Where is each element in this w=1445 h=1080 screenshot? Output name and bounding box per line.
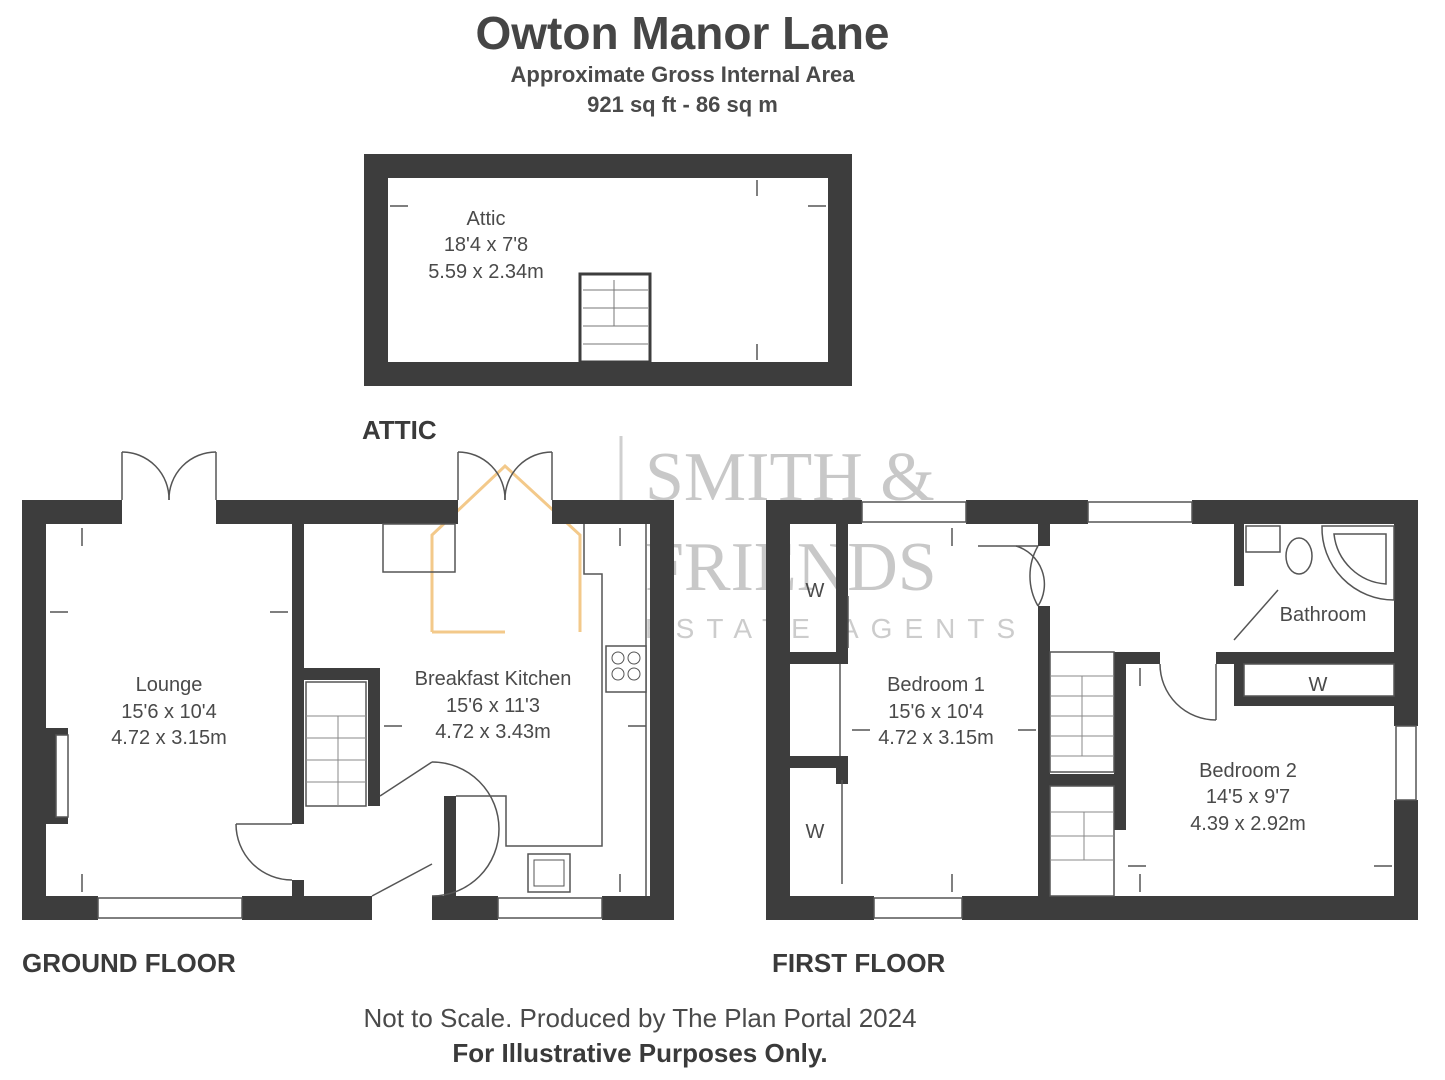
room-dim-imperial-kitchen: 15'6 x 11'3 [446,695,540,717]
room-dim-imperial-attic: 18'4 x 7'8 [444,234,528,256]
wardrobe-label-3: W [1309,674,1328,696]
room-dim-metric-lounge: 4.72 x 3.15m [111,727,227,749]
room-dim-imperial-bedroom1: 15'6 x 10'4 [888,701,984,723]
first-floor-plan: Bedroom 1 15'6 x 10'4 4.72 x 3.15m Bedro… [766,500,1418,920]
area-label: Approximate Gross Internal Area [510,62,855,87]
area-value: 921 sq ft - 86 sq m [587,92,778,117]
room-name-kitchen: Breakfast Kitchen [415,668,572,690]
floor-label-ground: GROUND FLOOR [22,948,236,978]
wardrobe-label-2: W [806,821,825,843]
plan-title: Owton Manor Lane [475,7,890,59]
watermark-logo: SMITH & FRIENDS ESTATE AGENTS [430,436,1027,644]
footer-disclaimer: Not to Scale. Produced by The Plan Porta… [363,1003,917,1033]
floor-label-first: FIRST FLOOR [772,948,946,978]
room-name-bedroom1: Bedroom 1 [887,674,985,696]
room-dim-imperial-lounge: 15'6 x 10'4 [121,701,217,723]
room-name-attic: Attic [467,208,506,230]
floor-label-attic: ATTIC [362,415,437,445]
room-dim-metric-bedroom2: 4.39 x 2.92m [1190,813,1306,835]
room-name-bathroom: Bathroom [1280,604,1367,626]
room-dim-metric-attic: 5.59 x 2.34m [428,261,544,283]
wardrobe-label-1: W [806,580,825,602]
attic-plan: Attic 18'4 x 7'8 5.59 x 2.34m [364,154,852,386]
room-name-bedroom2: Bedroom 2 [1199,760,1297,782]
room-name-lounge: Lounge [136,674,203,696]
room-dim-metric-kitchen: 4.72 x 3.43m [435,721,551,743]
ground-floor-plan: Lounge 15'6 x 10'4 4.72 x 3.15m Breakfas… [22,451,674,920]
footer-illustrative: For Illustrative Purposes Only. [452,1038,828,1068]
watermark-line3: ESTATE AGENTS [645,613,1027,644]
watermark-line2: FRIENDS [645,529,937,606]
room-dim-metric-bedroom1: 4.72 x 3.15m [878,727,994,749]
room-dim-imperial-bedroom2: 14'5 x 9'7 [1206,786,1290,808]
